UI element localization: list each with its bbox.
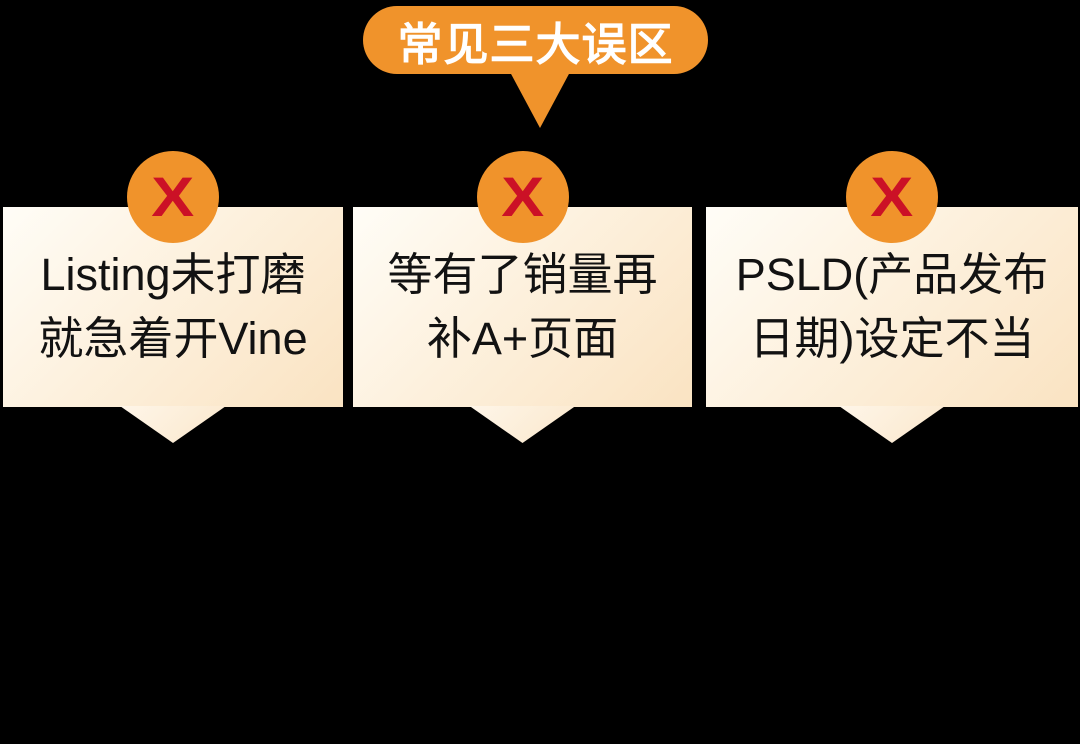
title-banner: 常见三大误区: [363, 6, 708, 74]
card-tail-icon: [839, 406, 945, 443]
mistake-card-1: X Listing未打磨 就急着开Vine: [3, 151, 343, 443]
x-mark-icon: X: [870, 165, 914, 228]
card-tail-icon: [120, 406, 226, 443]
x-mark-icon: X: [501, 165, 544, 228]
mistake-card-3: X PSLD(产品发布 日期)设定不当: [706, 151, 1078, 443]
mistake-card-1-line2: 就急着开Vine: [38, 313, 308, 364]
card-tail-icon: [469, 406, 576, 443]
x-badge-icon: X: [127, 151, 219, 243]
mistake-card-1-line1: Listing未打磨: [40, 249, 306, 300]
x-mark-icon: X: [151, 165, 195, 228]
x-badge-icon: X: [846, 151, 938, 243]
banner-pointer-icon: [510, 72, 570, 128]
mistake-card-2-line1: 等有了销量再: [387, 249, 658, 300]
mistake-card-3-line2: 日期)设定不当: [749, 313, 1035, 364]
x-badge-icon: X: [476, 151, 569, 243]
title-banner-label: 常见三大误区: [397, 18, 674, 70]
mistake-card-3-line1: PSLD(产品发布: [735, 249, 1049, 300]
mistake-card-2: X 等有了销量再 补A+页面: [353, 151, 692, 443]
mistake-card-2-line2: 补A+页面: [426, 313, 619, 364]
